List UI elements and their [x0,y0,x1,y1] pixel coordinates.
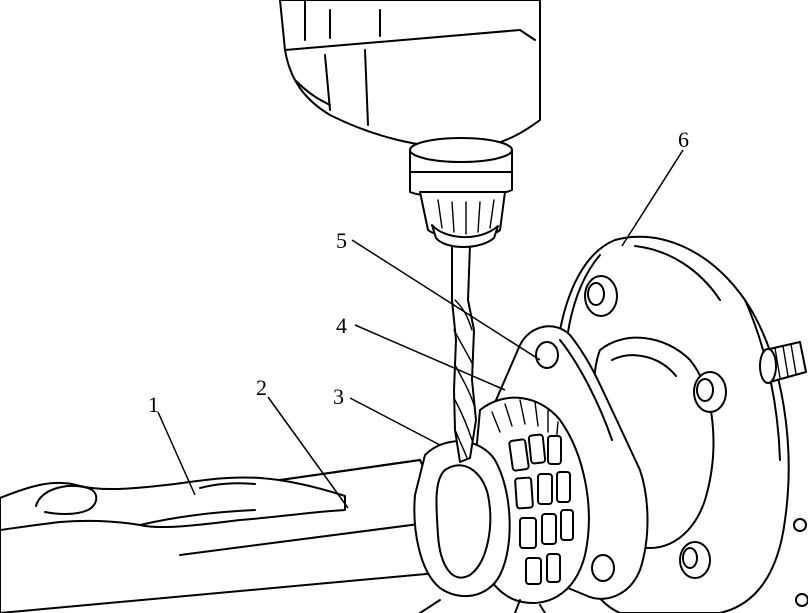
part-label-6: 6 [678,127,689,152]
part-label-4: 4 [336,313,347,338]
abs-gear-teeth [491,399,574,585]
flange-stud-bottom [679,541,711,579]
wheel-bolt [759,341,807,384]
leader-line-5 [351,239,541,361]
drill-bit [451,244,477,463]
leader-line-4 [354,324,506,391]
leader-line-1 [157,411,196,496]
part-label-2: 2 [256,375,267,400]
power-drill [279,0,541,248]
hand [0,476,346,531]
leader-line-3 [349,397,441,446]
leader-line-2 [267,396,349,509]
part-label-3: 3 [333,384,344,409]
leader-lines [157,149,684,509]
flange-stud-right [693,371,727,413]
bearing-ring [413,396,590,613]
part-label-1: 1 [148,392,159,417]
flange-stud-top [584,275,618,317]
part-label-5: 5 [336,228,347,253]
leader-line-6 [621,149,684,247]
